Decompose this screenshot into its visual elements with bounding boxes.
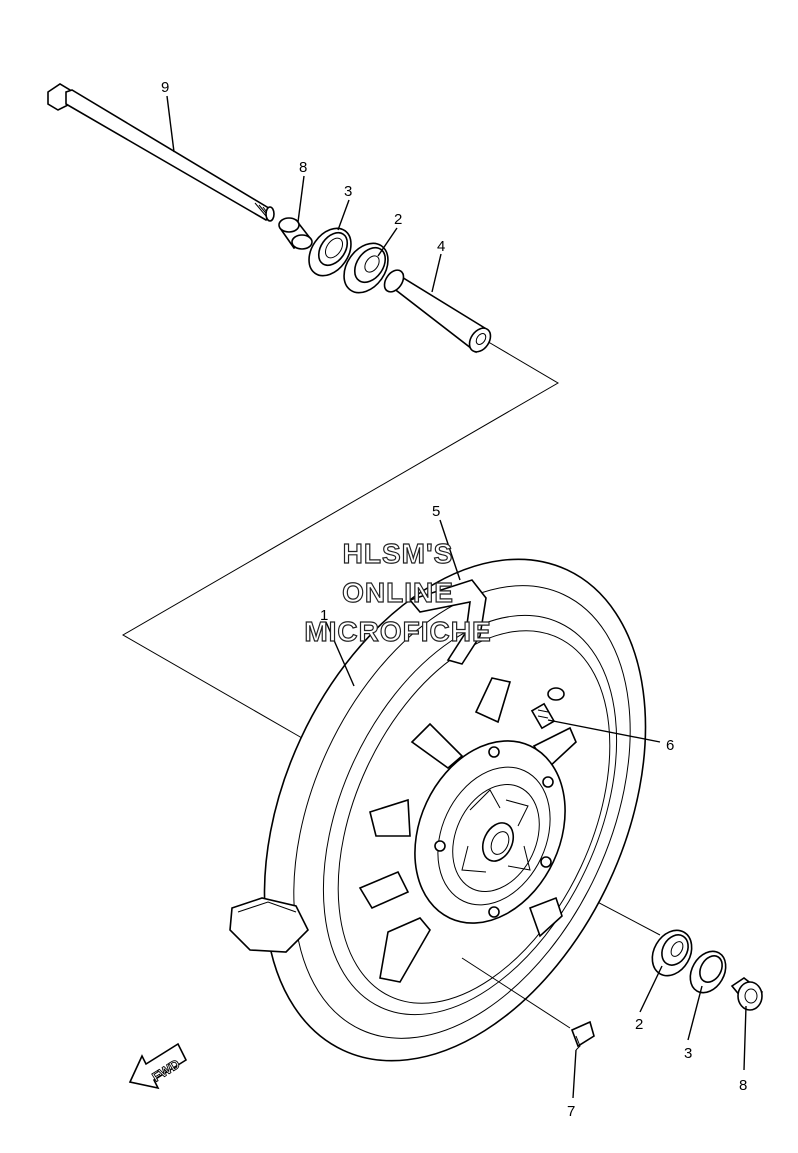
label-part-8-collar-top: 8	[299, 159, 307, 176]
watermark-line-3: MICROFICHE	[304, 616, 491, 647]
label-part-3-seal-bottom: 3	[684, 1045, 692, 1062]
spacer	[383, 269, 492, 354]
tire-valve	[530, 687, 565, 730]
valve-bracket	[408, 579, 487, 665]
watermark-line-1: HLSM'S	[343, 538, 454, 569]
wheel-assembly	[229, 558, 647, 1062]
label-part-9-axle: 9	[161, 79, 169, 96]
oil-seal-top	[308, 227, 352, 277]
label-part-5-bracket: 5	[432, 503, 440, 520]
assembly-reference-line	[122, 339, 559, 739]
label-part-6-valve: 6	[666, 737, 674, 754]
watermark-line-2: ONLINE	[342, 577, 454, 608]
label-part-2-bearing-top: 2	[394, 211, 402, 228]
oil-seal-bottom	[689, 950, 727, 994]
label-part-4-spacer: 4	[437, 238, 445, 255]
balance-weight	[570, 1020, 595, 1051]
collar-bottom	[730, 977, 764, 1011]
label-part-8-collar-bottom: 8	[739, 1077, 747, 1094]
bearing-top	[343, 242, 389, 294]
collar-top	[278, 217, 313, 250]
label-part-7-weight: 7	[567, 1103, 575, 1120]
watermark: HLSM'S ONLINE MICROFICHE	[304, 537, 492, 647]
label-part-2-bearing-bottom: 2	[635, 1016, 643, 1033]
bearing-bottom	[651, 929, 693, 977]
label-part-3-seal-top: 3	[344, 183, 352, 200]
front-axle	[47, 83, 275, 222]
leader-lines	[166, 95, 747, 1099]
label-part-1-wheel: 1	[320, 607, 328, 624]
fwd-arrow: FWD	[128, 1042, 188, 1090]
fwd-arrow-icon	[128, 1042, 188, 1090]
